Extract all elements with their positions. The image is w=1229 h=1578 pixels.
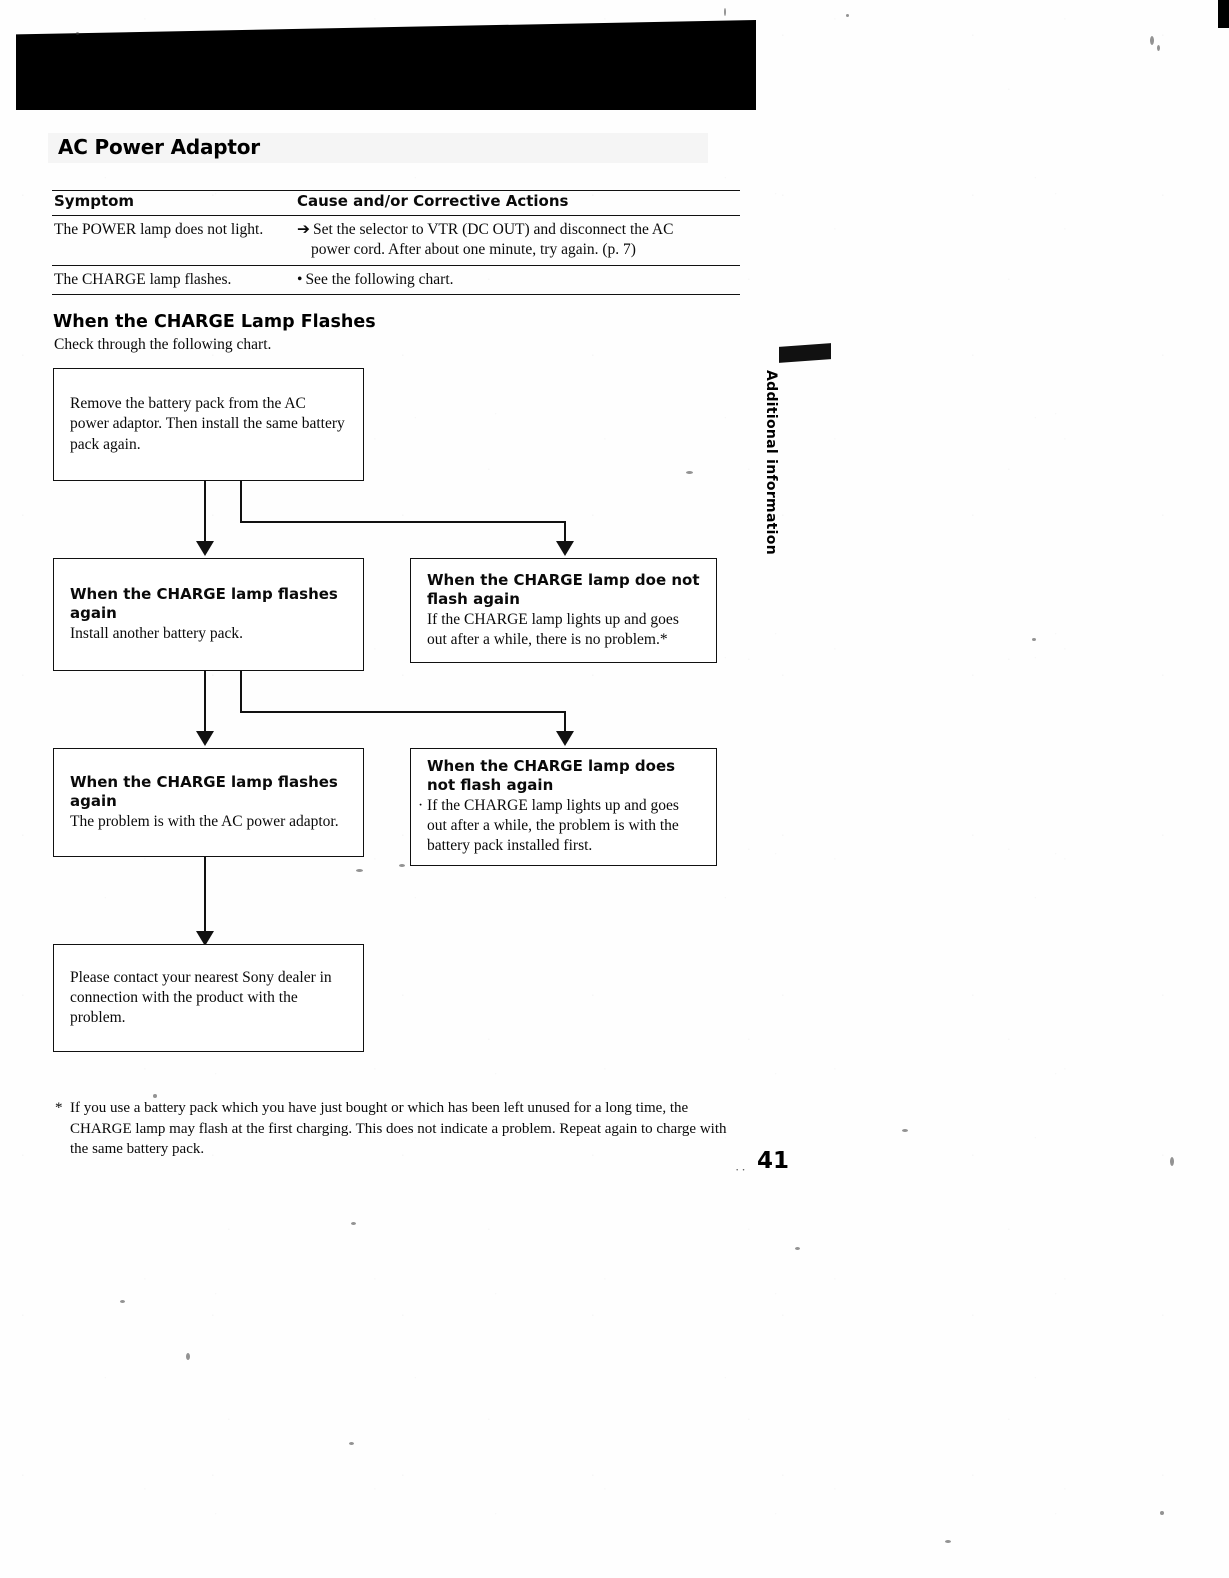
scan-speck bbox=[120, 1300, 125, 1303]
flow-box-does-not-flash-1: When the CHARGE lamp doe not flash again… bbox=[410, 558, 717, 663]
flow-box-body: Remove the battery pack from the AC powe… bbox=[70, 395, 345, 453]
footnote: * If you use a battery pack which you ha… bbox=[55, 1098, 745, 1160]
flow-box-body: Install another battery pack. bbox=[70, 624, 244, 642]
cell-cause: ➔Set the selector to VTR (DC OUT) and di… bbox=[295, 215, 740, 266]
connector-vertical bbox=[564, 521, 566, 549]
bullet-lead-icon: • bbox=[297, 270, 303, 288]
connector-horizontal bbox=[240, 521, 566, 523]
flow-box-title: When the CHARGE lamp doe not flash again bbox=[427, 570, 700, 608]
scan-speck bbox=[351, 1222, 356, 1225]
cause-line-cont: power cord. After about one minute, try … bbox=[311, 240, 636, 258]
connector-vertical bbox=[204, 671, 206, 739]
column-header-symptom: Symptom bbox=[52, 190, 295, 216]
connector-arrow-icon bbox=[196, 731, 214, 746]
cell-cause: •See the following chart. bbox=[295, 265, 740, 296]
cause-line: ➔Set the selector to VTR (DC OUT) and di… bbox=[297, 220, 734, 240]
connector-horizontal bbox=[240, 711, 566, 713]
flow-box-title: When the CHARGE lamp flashes again bbox=[70, 585, 338, 622]
scan-speck bbox=[1160, 1511, 1164, 1515]
scan-speck bbox=[399, 864, 405, 867]
scan-speck bbox=[724, 8, 726, 16]
flow-box-body: Please contact your nearest Sony dealer … bbox=[70, 968, 332, 1027]
scan-edge-mark bbox=[1218, 0, 1229, 28]
scan-speck bbox=[356, 869, 363, 872]
footnote-text: If you use a battery pack which you have… bbox=[70, 1100, 727, 1158]
scan-speck bbox=[1032, 638, 1036, 641]
connector-branch-vertical bbox=[240, 671, 242, 713]
cell-symptom: The POWER lamp does not light. bbox=[52, 215, 295, 266]
cause-line: •See the following chart. bbox=[297, 270, 734, 290]
scan-speck bbox=[1170, 1157, 1174, 1166]
scan-speck bbox=[76, 32, 79, 35]
flow-box-body: If the CHARGE lamp lights up and goes ou… bbox=[427, 796, 700, 856]
flow-box-body: The problem is with the AC power adaptor… bbox=[70, 812, 339, 830]
redaction-bar bbox=[16, 20, 756, 110]
connector-arrow-icon bbox=[556, 541, 574, 556]
connector-vertical bbox=[204, 481, 206, 549]
cell-symptom: The CHARGE lamp flashes. bbox=[52, 265, 295, 296]
scan-speck bbox=[349, 1442, 354, 1445]
connector-vertical bbox=[564, 711, 566, 739]
footnote-mark: * bbox=[55, 1100, 63, 1116]
column-header-cause: Cause and/or Corrective Actions bbox=[295, 190, 740, 216]
page-number: 41 bbox=[757, 1148, 790, 1174]
side-tab-marker bbox=[779, 343, 831, 363]
flow-box-start: Remove the battery pack from the AC powe… bbox=[53, 368, 364, 481]
scan-speck bbox=[795, 1247, 800, 1250]
scan-speck bbox=[186, 1353, 190, 1360]
table-row: The POWER lamp does not light. ➔Set the … bbox=[52, 215, 740, 266]
scan-speck bbox=[902, 1129, 908, 1132]
connector-vertical bbox=[204, 857, 206, 939]
scan-speck bbox=[945, 1540, 951, 1543]
table-header-row: Symptom Cause and/or Corrective Actions bbox=[52, 190, 740, 216]
page-number-artifact: ·· bbox=[735, 1162, 748, 1177]
troubleshooting-table: Symptom Cause and/or Corrective Actions … bbox=[52, 190, 740, 296]
page-title: AC Power Adaptor bbox=[58, 135, 260, 159]
flow-box-flashes-again-2: When the CHARGE lamp flashes again The p… bbox=[53, 748, 364, 857]
flow-box-does-not-flash-2: When the CHARGE lamp does not flash agai… bbox=[410, 748, 717, 866]
scan-speck bbox=[846, 14, 849, 17]
scan-speck bbox=[153, 1094, 157, 1098]
scan-speck bbox=[1157, 45, 1160, 51]
connector-branch-vertical bbox=[240, 481, 242, 523]
flow-box-body: If the CHARGE lamp lights up and goes ou… bbox=[427, 610, 679, 648]
scan-speck bbox=[1150, 36, 1154, 45]
flow-box-title: When the CHARGE lamp flashes again bbox=[70, 773, 338, 810]
flowchart-heading: When the CHARGE Lamp Flashes bbox=[53, 312, 376, 332]
arrow-lead-icon: ➔ bbox=[297, 221, 310, 238]
table-row: The CHARGE lamp flashes. •See the follow… bbox=[52, 265, 740, 296]
cause-text: Set the selector to VTR (DC OUT) and dis… bbox=[313, 221, 674, 238]
flow-box-title: When the CHARGE lamp does not flash agai… bbox=[427, 757, 676, 795]
cause-text: See the following chart. bbox=[305, 270, 454, 288]
flowchart-subheading: Check through the following chart. bbox=[54, 336, 272, 353]
flow-box-contact-sony: Please contact your nearest Sony dealer … bbox=[53, 944, 364, 1052]
connector-arrow-icon bbox=[196, 541, 214, 556]
connector-arrow-icon bbox=[556, 731, 574, 746]
scan-speck bbox=[686, 471, 693, 474]
flow-box-flashes-again-1: When the CHARGE lamp flashes again Insta… bbox=[53, 558, 364, 671]
side-tab-label: Additional information bbox=[763, 370, 779, 555]
